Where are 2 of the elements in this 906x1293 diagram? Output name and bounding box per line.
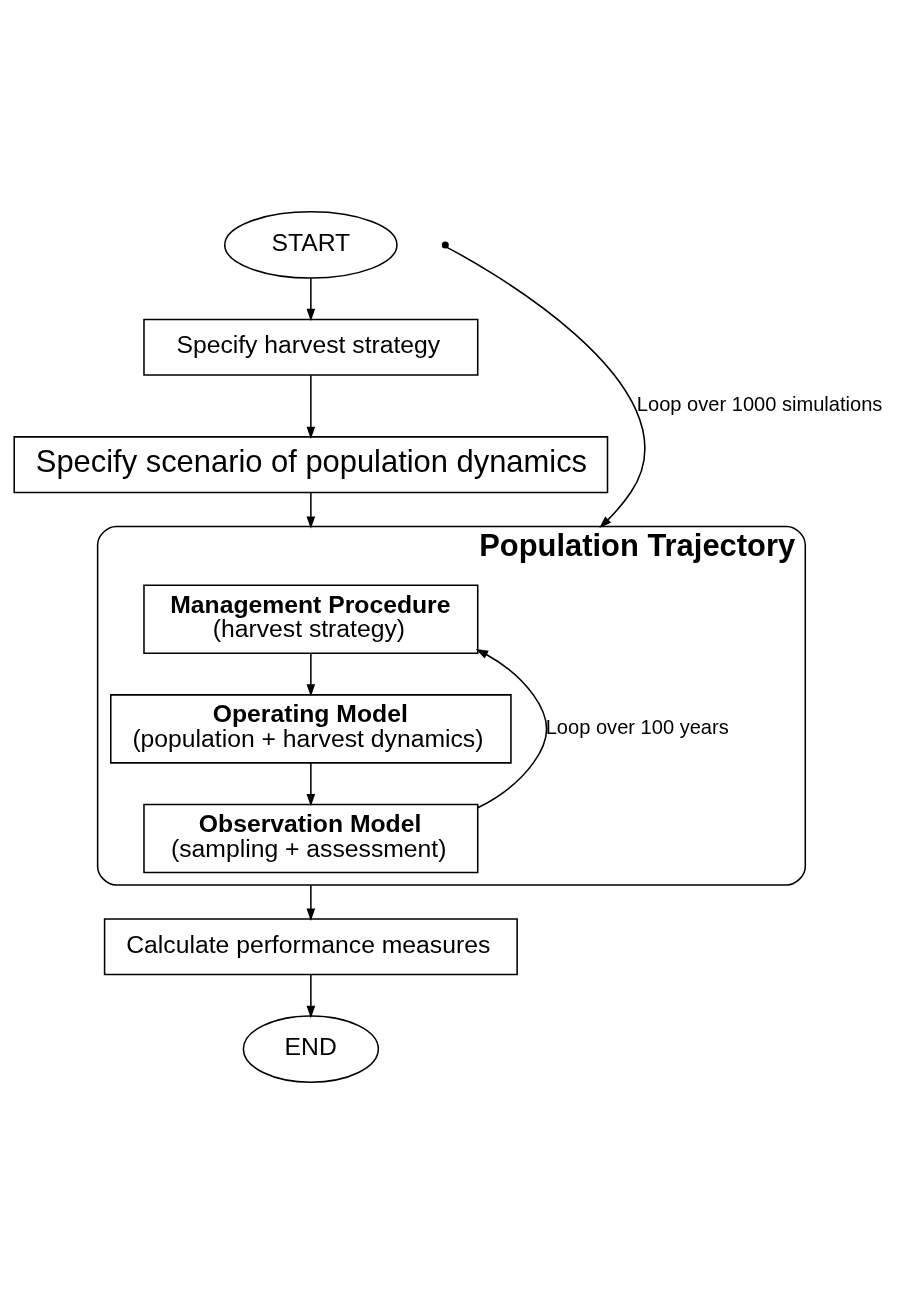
- edge-label: Loop over 100 years: [545, 715, 729, 738]
- edge-label: Loop over 1000 simulations: [636, 392, 883, 415]
